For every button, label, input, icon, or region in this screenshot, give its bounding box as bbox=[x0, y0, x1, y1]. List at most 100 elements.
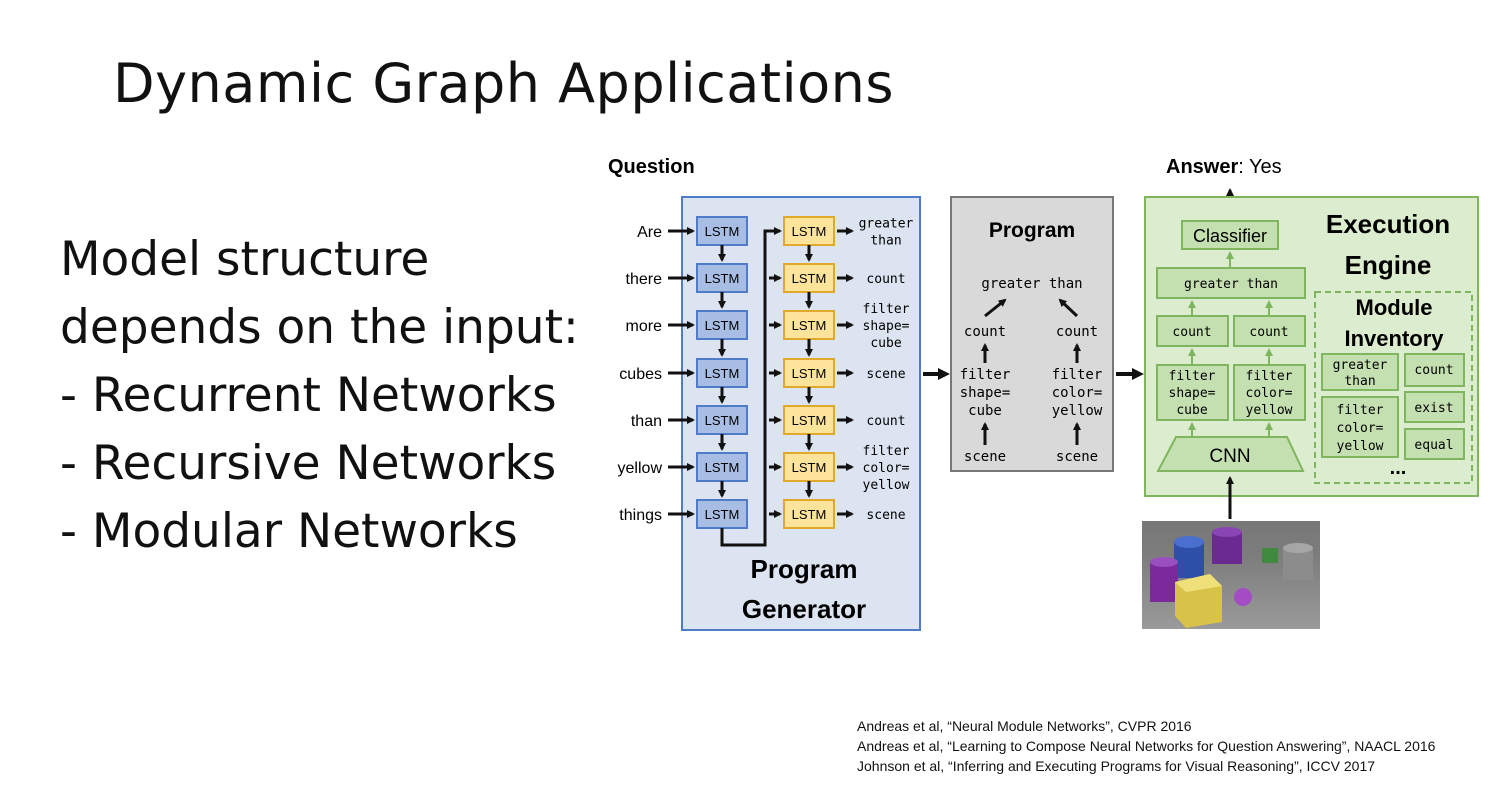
program-token: than bbox=[870, 234, 901, 249]
inventory-greater-label: greater bbox=[1333, 358, 1388, 373]
program-node-count: count bbox=[1056, 324, 1098, 340]
program-generator-title: Program bbox=[751, 554, 858, 584]
program-node-scene: scene bbox=[1056, 449, 1098, 465]
inventory-equal bbox=[1404, 428, 1465, 460]
engine-count-label: count bbox=[1172, 325, 1211, 340]
engine-filter-box bbox=[1156, 364, 1229, 421]
scene-image bbox=[1142, 521, 1320, 629]
cnn-label: CNN bbox=[1209, 446, 1250, 467]
encoder-lstm-label: LSTM bbox=[705, 507, 740, 522]
inventory-greater-label: than bbox=[1344, 374, 1375, 389]
bullet-line: Model structure bbox=[60, 232, 430, 287]
encoder-lstm bbox=[696, 358, 748, 388]
bullet-line: - Recurrent Networks bbox=[60, 368, 557, 423]
program-token: count bbox=[866, 414, 905, 429]
decoder-lstm bbox=[783, 358, 835, 388]
engine-filter-label: color= bbox=[1246, 386, 1293, 401]
encoder-lstm-label: LSTM bbox=[705, 271, 740, 286]
encoder-lstm bbox=[696, 263, 748, 293]
inventory-greater-than bbox=[1321, 353, 1399, 391]
engine-greater-than-box bbox=[1156, 267, 1306, 299]
program-token: yellow bbox=[863, 478, 910, 493]
encoder-decoder-link bbox=[720, 227, 782, 547]
engine-filter-label: cube bbox=[1176, 403, 1207, 418]
inventory-exist-label: exist bbox=[1414, 401, 1453, 416]
program-node-greater-than: greater than bbox=[981, 276, 1082, 292]
decoder-lstm-label: LSTM bbox=[792, 224, 827, 239]
engine-count-box bbox=[1156, 315, 1229, 347]
question-word: more bbox=[626, 318, 663, 335]
inventory-filter-label: filter bbox=[1337, 403, 1384, 418]
module-inventory-title: Module bbox=[1356, 295, 1433, 320]
inventory-filter bbox=[1321, 396, 1399, 458]
decoder-lstm-label: LSTM bbox=[792, 507, 827, 522]
program-token: filter bbox=[863, 302, 910, 317]
question-word: there bbox=[626, 271, 663, 288]
engine-filter-label: shape= bbox=[1169, 386, 1216, 401]
encoder-lstm bbox=[696, 216, 748, 246]
engine-greater-than-label: greater than bbox=[1184, 277, 1278, 292]
engine-filter-label: filter bbox=[1169, 369, 1216, 384]
program-node-filter: filter bbox=[1052, 367, 1103, 383]
question-label: Question bbox=[608, 156, 695, 178]
program-edge bbox=[984, 298, 1007, 318]
program-token: cube bbox=[870, 336, 901, 351]
references: Andreas et al, “Neural Module Networks”,… bbox=[857, 716, 1435, 776]
engine-count-label: count bbox=[1249, 325, 1288, 340]
program-title: Program bbox=[989, 219, 1075, 242]
inventory-more: ... bbox=[1390, 457, 1407, 479]
answer-label: Answer bbox=[1166, 156, 1238, 178]
question-word: yellow bbox=[618, 460, 663, 477]
program-edge bbox=[1058, 298, 1079, 318]
reference-line: Johnson et al, “Inferring and Executing … bbox=[857, 758, 1376, 774]
program-token: count bbox=[866, 272, 905, 287]
classifier-label: Classifier bbox=[1193, 226, 1267, 246]
decoder-lstm-label: LSTM bbox=[792, 413, 827, 428]
decoder-lstm bbox=[783, 452, 835, 482]
decoder-lstm-label: LSTM bbox=[792, 366, 827, 381]
program-node-filter: cube bbox=[968, 403, 1002, 419]
program-token: color= bbox=[863, 461, 910, 476]
bullet-line: - Recursive Networks bbox=[60, 436, 557, 491]
program-token: greater bbox=[859, 217, 914, 232]
program-generator-title: Generator bbox=[742, 594, 866, 624]
program-tokens: greater than count filter shape= cube scene cou… bbox=[859, 217, 914, 524]
question-word: things bbox=[619, 507, 662, 524]
decoder-lstm bbox=[783, 499, 835, 529]
bullet-line: depends on the input: bbox=[60, 300, 579, 355]
program-token: shape= bbox=[863, 319, 910, 334]
answer-text: Answer: Yes bbox=[1166, 156, 1282, 178]
decoder-lstm-label: LSTM bbox=[792, 318, 827, 333]
cnn-block bbox=[1156, 436, 1305, 472]
program-node-count: count bbox=[964, 324, 1006, 340]
program-node-filter: filter bbox=[960, 367, 1011, 383]
engine-filter-box bbox=[1233, 364, 1306, 421]
inventory-filter-label: color= bbox=[1337, 421, 1384, 436]
decoder-lstm-label: LSTM bbox=[792, 271, 827, 286]
bullet-line: - Modular Networks bbox=[60, 504, 518, 559]
engine-count-box bbox=[1233, 315, 1306, 347]
decoder-lstm bbox=[783, 216, 835, 246]
inventory-count bbox=[1404, 353, 1465, 387]
reference-line: Andreas et al, “Neural Module Networks”,… bbox=[857, 718, 1192, 734]
program-node-filter: yellow bbox=[1052, 403, 1103, 419]
engine-filter-label: yellow bbox=[1246, 403, 1293, 418]
inventory-equal-label: equal bbox=[1414, 438, 1453, 453]
program-node-filter: color= bbox=[1052, 385, 1103, 401]
answer-value: : Yes bbox=[1238, 156, 1281, 178]
module-inventory-title: Inventory bbox=[1344, 326, 1444, 351]
encoder-lstm-label: LSTM bbox=[705, 366, 740, 381]
inventory-count-label: count bbox=[1414, 363, 1453, 378]
encoder-lstm-label: LSTM bbox=[705, 460, 740, 475]
execution-engine-title: Execution bbox=[1326, 209, 1450, 239]
program-token: scene bbox=[866, 367, 905, 382]
decoder-lstm-label: LSTM bbox=[792, 460, 827, 475]
question-word: than bbox=[631, 413, 662, 430]
encoder-lstm-label: LSTM bbox=[705, 318, 740, 333]
reference-line: Andreas et al, “Learning to Compose Neur… bbox=[857, 738, 1436, 754]
inventory-exist bbox=[1404, 391, 1465, 423]
program-token: scene bbox=[866, 508, 905, 523]
program-node-scene: scene bbox=[964, 449, 1006, 465]
inventory-filter-label: yellow bbox=[1337, 439, 1384, 454]
question-word: cubes bbox=[619, 366, 662, 383]
